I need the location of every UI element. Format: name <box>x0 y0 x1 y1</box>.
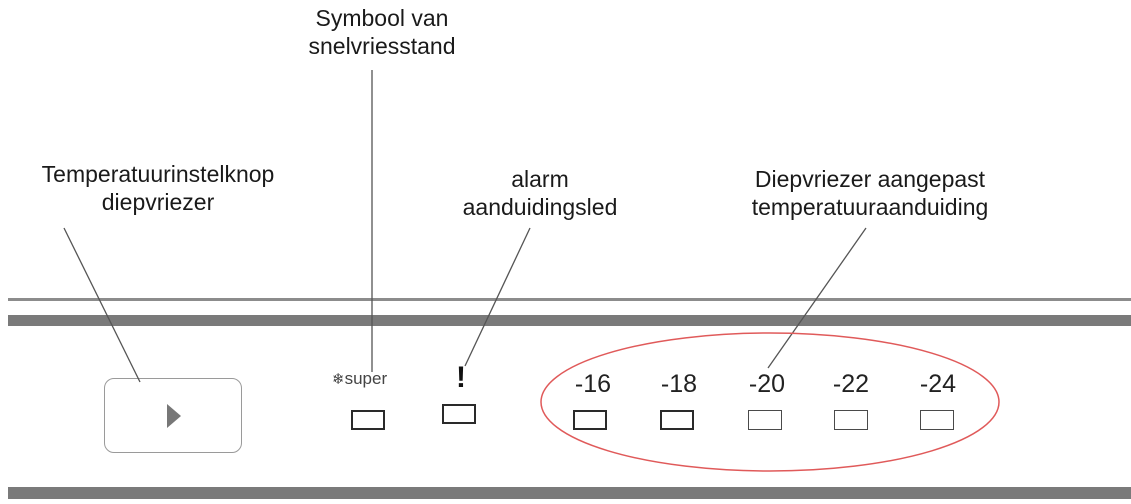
callout-super-line2: snelvriesstand <box>308 33 456 59</box>
callout-knob-line2: diepvriezer <box>101 189 215 215</box>
panel-top-band <box>8 315 1131 326</box>
temp-led-minus22 <box>834 410 868 430</box>
panel-bottom-band <box>8 487 1131 499</box>
alarm-led <box>442 404 476 424</box>
callout-knob-line1: Temperatuurinstelknop <box>41 161 275 187</box>
callout-super-freeze-symbol: Symbool van snelvriesstand <box>262 4 502 60</box>
temp-label-minus20: -20 <box>748 370 786 398</box>
callout-alarm-line2: aanduidingsled <box>462 194 618 220</box>
temp-label-minus18: -18 <box>660 370 698 398</box>
super-freeze-label: ❄super <box>332 369 387 389</box>
temperature-setting-button[interactable] <box>104 378 242 453</box>
callout-temperature-knob: Temperatuurinstelknop diepvriezer <box>8 160 308 216</box>
temperature-highlight-ellipse <box>540 332 1000 472</box>
play-triangle-icon <box>167 404 181 428</box>
super-text: super <box>344 369 388 388</box>
temp-led-minus24 <box>920 410 954 430</box>
temp-led-minus20 <box>748 410 782 430</box>
leader-line-alarm <box>464 227 531 367</box>
leader-line-knob <box>63 227 141 383</box>
temp-led-minus18 <box>660 410 694 430</box>
callout-temp-line2: temperatuuraanduiding <box>751 194 989 220</box>
callout-temp-line1: Diepvriezer aangepast <box>754 166 986 192</box>
temp-led-minus16 <box>573 410 607 430</box>
leader-line-temp <box>767 227 867 369</box>
snowflake-icon: ❄ <box>332 371 345 388</box>
callout-super-line1: Symbool van <box>315 5 449 31</box>
panel-top-edge <box>8 298 1131 301</box>
super-freeze-led <box>351 410 385 430</box>
callout-alarm-led: alarm aanduidingsled <box>420 165 660 221</box>
alarm-exclamation-icon: ! <box>456 361 466 394</box>
temp-label-minus16: -16 <box>574 370 612 398</box>
callout-alarm-line1: alarm <box>511 166 569 192</box>
temp-label-minus22: -22 <box>832 370 870 398</box>
callout-temperature-display: Diepvriezer aangepast temperatuuraanduid… <box>700 165 1040 221</box>
temp-label-minus24: -24 <box>919 370 957 398</box>
